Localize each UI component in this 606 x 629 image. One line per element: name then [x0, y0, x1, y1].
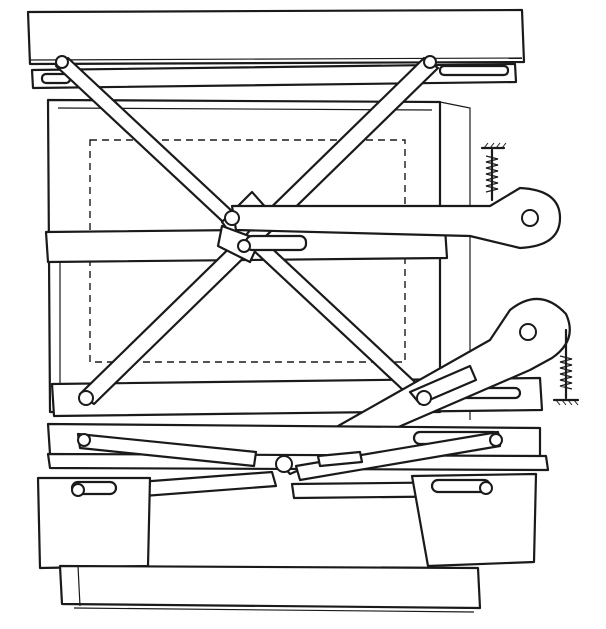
toggle-center-block [316, 450, 364, 468]
pin-lower-left [78, 390, 94, 406]
pin-center-lower [237, 239, 251, 253]
bottom-right-pad [410, 472, 538, 568]
top-board [26, 8, 526, 66]
lower-spring [552, 328, 580, 406]
pin-pad-right [479, 481, 493, 495]
upper-crank-pin [521, 209, 539, 227]
pin-lower-right [416, 390, 432, 406]
pin-pad-left [71, 483, 85, 497]
lower-crank-pin [519, 323, 537, 341]
bottom-left-pad [36, 476, 152, 570]
pin-top-right [423, 55, 437, 69]
pin-link-right [489, 433, 503, 447]
top-right-slot [438, 64, 510, 77]
pin-center-upper [224, 210, 240, 226]
pin-top-left [55, 55, 69, 69]
center-slot [244, 234, 308, 252]
base-plate [58, 564, 482, 613]
dashed-outline [89, 139, 406, 363]
pin-link-left [77, 433, 91, 447]
pin-toggle-center [275, 455, 293, 473]
top-slide-rail [30, 62, 518, 90]
upper-spring [480, 142, 507, 202]
upper-lever [230, 186, 562, 250]
pivot-pins [55, 55, 503, 497]
